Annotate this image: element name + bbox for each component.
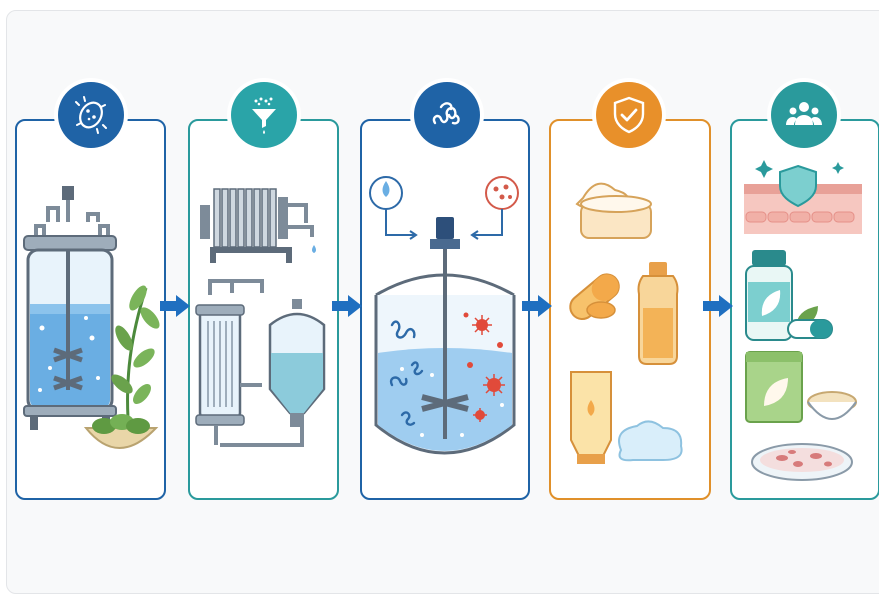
filtration-illustration: [195, 188, 326, 447]
stage-badge-1: [58, 82, 124, 148]
people-group-icon: [786, 102, 822, 125]
flow-arrow-2: [332, 295, 362, 317]
stage-badge-5: [771, 82, 837, 148]
shield-check-icon: [613, 96, 645, 134]
mixing-vessel-illustration: [369, 176, 519, 455]
stage-badge-2: [231, 82, 297, 148]
stage-badge-3: [414, 82, 480, 148]
flow-arrow-4: [703, 295, 733, 317]
microbe-icon: [75, 96, 107, 134]
filter-funnel-icon: [252, 97, 276, 134]
protein-molecule-icon: [432, 102, 460, 125]
products-illustration: [569, 182, 683, 464]
stage-badge-4: [596, 82, 662, 148]
flow-arrow-3: [522, 295, 552, 317]
applications-illustration: [744, 160, 862, 481]
flow-arrow-1: [160, 295, 190, 317]
bioreactor-illustration: [23, 186, 160, 449]
